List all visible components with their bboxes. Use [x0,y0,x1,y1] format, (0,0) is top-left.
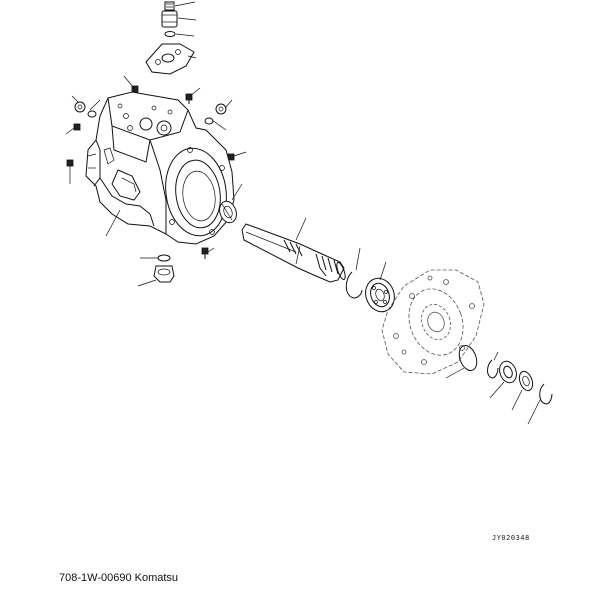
bolt-2 [185,93,193,104]
top-fitting [161,1,178,28]
bolt-3 [73,123,81,131]
bolt-5 [66,159,74,167]
drain-plug [153,265,175,283]
drain-oring [157,254,171,262]
part-caption: 708-1W-00690 Komatsu [59,572,179,584]
drawing-code: JY020348 [492,534,530,542]
top-oring [164,31,176,37]
snap-ring-end [539,383,553,405]
oring-right [204,117,214,125]
drive-shaft [241,223,346,283]
snap-ring-shaft [345,271,363,299]
cover-plate [145,43,195,75]
oring-left [87,110,97,118]
small-ring [487,359,499,379]
pump-housing [85,91,235,245]
needle-bearing [219,200,237,224]
leader-lines [65,1,541,425]
washer [518,370,534,392]
plug-left [74,101,86,113]
snap-ring-large [458,344,478,372]
seal [499,360,517,384]
plug-right [215,103,227,115]
bolt-6 [201,247,209,259]
end-cover-flange [381,269,485,375]
ball-bearing [365,277,395,313]
